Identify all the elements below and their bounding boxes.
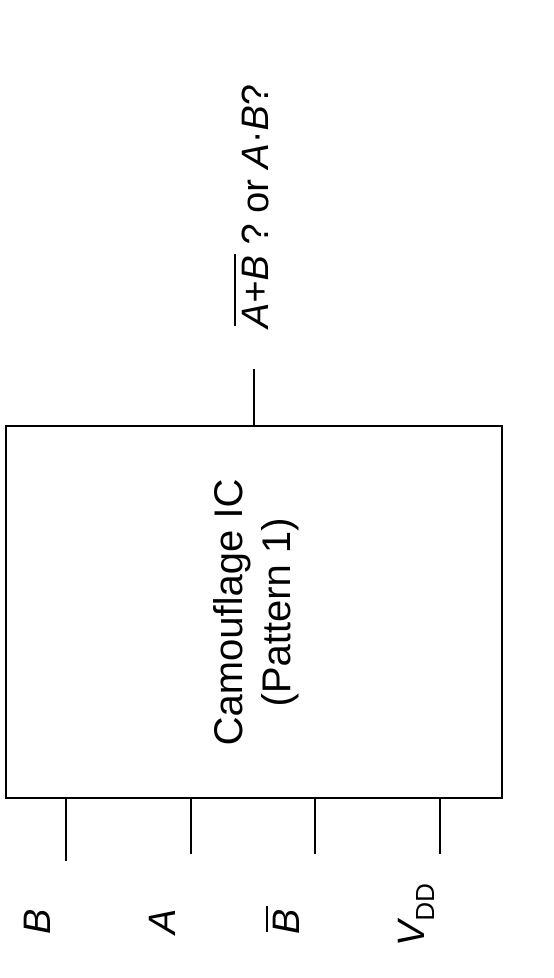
output-or-text: ? or: [235, 168, 277, 255]
and-dot: ·: [235, 130, 277, 143]
chip-subtitle: (Pattern 1): [255, 518, 299, 707]
vdd-subscript: DD: [410, 883, 440, 921]
pin-b-label: B: [17, 909, 59, 934]
nor-plus: +: [235, 280, 277, 302]
pin-a-label: A: [142, 909, 184, 936]
pin-b-bar-label: B: [266, 909, 308, 934]
nor-a: A: [235, 303, 277, 330]
output-question: ?: [235, 84, 277, 105]
and-b: B: [235, 105, 277, 130]
nor-b: B: [235, 255, 277, 280]
chip-title: Camouflage IC: [207, 479, 251, 746]
vdd-v: V: [391, 917, 433, 946]
ic-box: [5, 425, 503, 799]
pin-vdd-label: VDD: [391, 883, 440, 946]
and-a: A: [235, 143, 277, 170]
output-expression: A+B ? or A·B?: [235, 84, 277, 330]
